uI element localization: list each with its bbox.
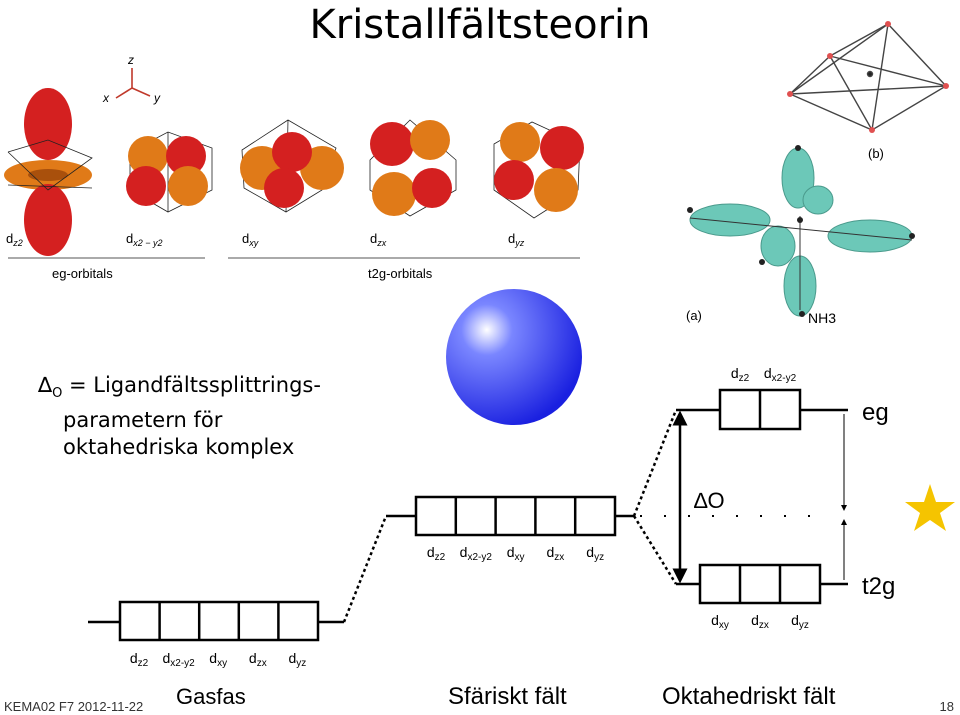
section-oct-label: Oktahedriskt fält bbox=[662, 683, 836, 710]
sphere-label-1: dx2-y2 bbox=[460, 544, 493, 563]
sphere-label-2: dxy bbox=[507, 544, 525, 563]
sphere-label-4: dyz bbox=[586, 544, 604, 563]
svg-text:dx2 − y2: dx2 − y2 bbox=[126, 231, 163, 248]
octahedral-complex-figure: (b) (a) NH3 bbox=[686, 21, 949, 326]
figure-a-label: (a) bbox=[686, 308, 702, 323]
gas-label-1: dx2-y2 bbox=[162, 650, 195, 669]
slide-title: Kristallfältsteorin bbox=[309, 2, 651, 48]
sphere-label-3: dzx bbox=[547, 544, 565, 563]
section-sphere-label: Sfäriskt fält bbox=[448, 683, 567, 710]
spherical-field-sphere bbox=[446, 289, 582, 425]
eg-label-1: dx2-y2 bbox=[764, 365, 797, 384]
delta-definition: ∆O = Ligandfältssplittrings- parametern … bbox=[38, 373, 321, 460]
gas-label-0: dz2 bbox=[130, 650, 149, 669]
dx2-y2-orbital-icon bbox=[126, 131, 213, 213]
dyz-orbital-icon bbox=[493, 121, 584, 219]
octahedron-icon bbox=[787, 21, 949, 133]
nh3-label: NH3 bbox=[808, 310, 836, 326]
dz2-orbital-icon bbox=[4, 88, 93, 256]
gas-label-3: dzx bbox=[249, 650, 267, 669]
sphere-labels: dz2 dx2-y2 dxy dzx dyz bbox=[427, 544, 604, 563]
svg-text:dzx: dzx bbox=[370, 231, 387, 248]
t2g-label-1: dzx bbox=[751, 612, 769, 631]
dxy-orbital-icon bbox=[240, 119, 344, 213]
gas-orbital-boxes bbox=[118, 600, 320, 642]
t2g-orbitals-label: t2g-orbitals bbox=[368, 266, 433, 281]
section-gas-label: Gasfas bbox=[176, 684, 246, 709]
svg-text:dyz: dyz bbox=[508, 231, 525, 248]
axis-y-label: y bbox=[153, 91, 161, 105]
svg-text:dxy: dxy bbox=[242, 231, 259, 248]
t2g-box-labels: dxy dzx dyz bbox=[711, 612, 809, 631]
t2g-orbital-boxes bbox=[698, 563, 822, 605]
dzx-orbital-icon bbox=[369, 119, 457, 217]
eg-level-label: eg bbox=[862, 399, 889, 426]
t2g-level-label: t2g bbox=[862, 573, 895, 600]
ligand-lobes-icon bbox=[687, 145, 915, 317]
svg-text:dz2: dz2 bbox=[6, 231, 23, 248]
d-orbitals-figure: z x y bbox=[4, 53, 584, 281]
axis-x-label: x bbox=[102, 91, 110, 105]
star-icon bbox=[905, 484, 955, 531]
t2g-label-2: dyz bbox=[791, 612, 809, 631]
axes-icon bbox=[115, 68, 151, 99]
gas-labels: dz2 dx2-y2 dxy dzx dyz bbox=[130, 650, 306, 669]
figure-b-label: (b) bbox=[868, 146, 884, 161]
eg-box-labels: dz2 dx2-y2 bbox=[731, 365, 797, 384]
energy-level-diagram: dz2 dx2-y2 dxy dzx dyz dz2 dx2-y2 dxy dzx dyz dz… bbox=[88, 365, 955, 710]
delta-o-label: ∆O bbox=[694, 488, 725, 513]
eg-label-0: dz2 bbox=[731, 365, 750, 384]
sphere-label-0: dz2 bbox=[427, 544, 446, 563]
axis-z-label: z bbox=[127, 53, 134, 67]
delta-symbol: ∆ bbox=[38, 373, 53, 397]
sphere-orbital-boxes bbox=[414, 495, 617, 537]
t2g-label-0: dxy bbox=[711, 612, 729, 631]
eg-orbitals-label: eg-orbitals bbox=[52, 266, 113, 281]
gas-label-4: dyz bbox=[289, 650, 307, 669]
footer-page-number: 18 bbox=[939, 699, 954, 714]
gas-label-2: dxy bbox=[209, 650, 227, 669]
footer-course: KEMA02 F7 2012-11-22 bbox=[4, 699, 144, 714]
